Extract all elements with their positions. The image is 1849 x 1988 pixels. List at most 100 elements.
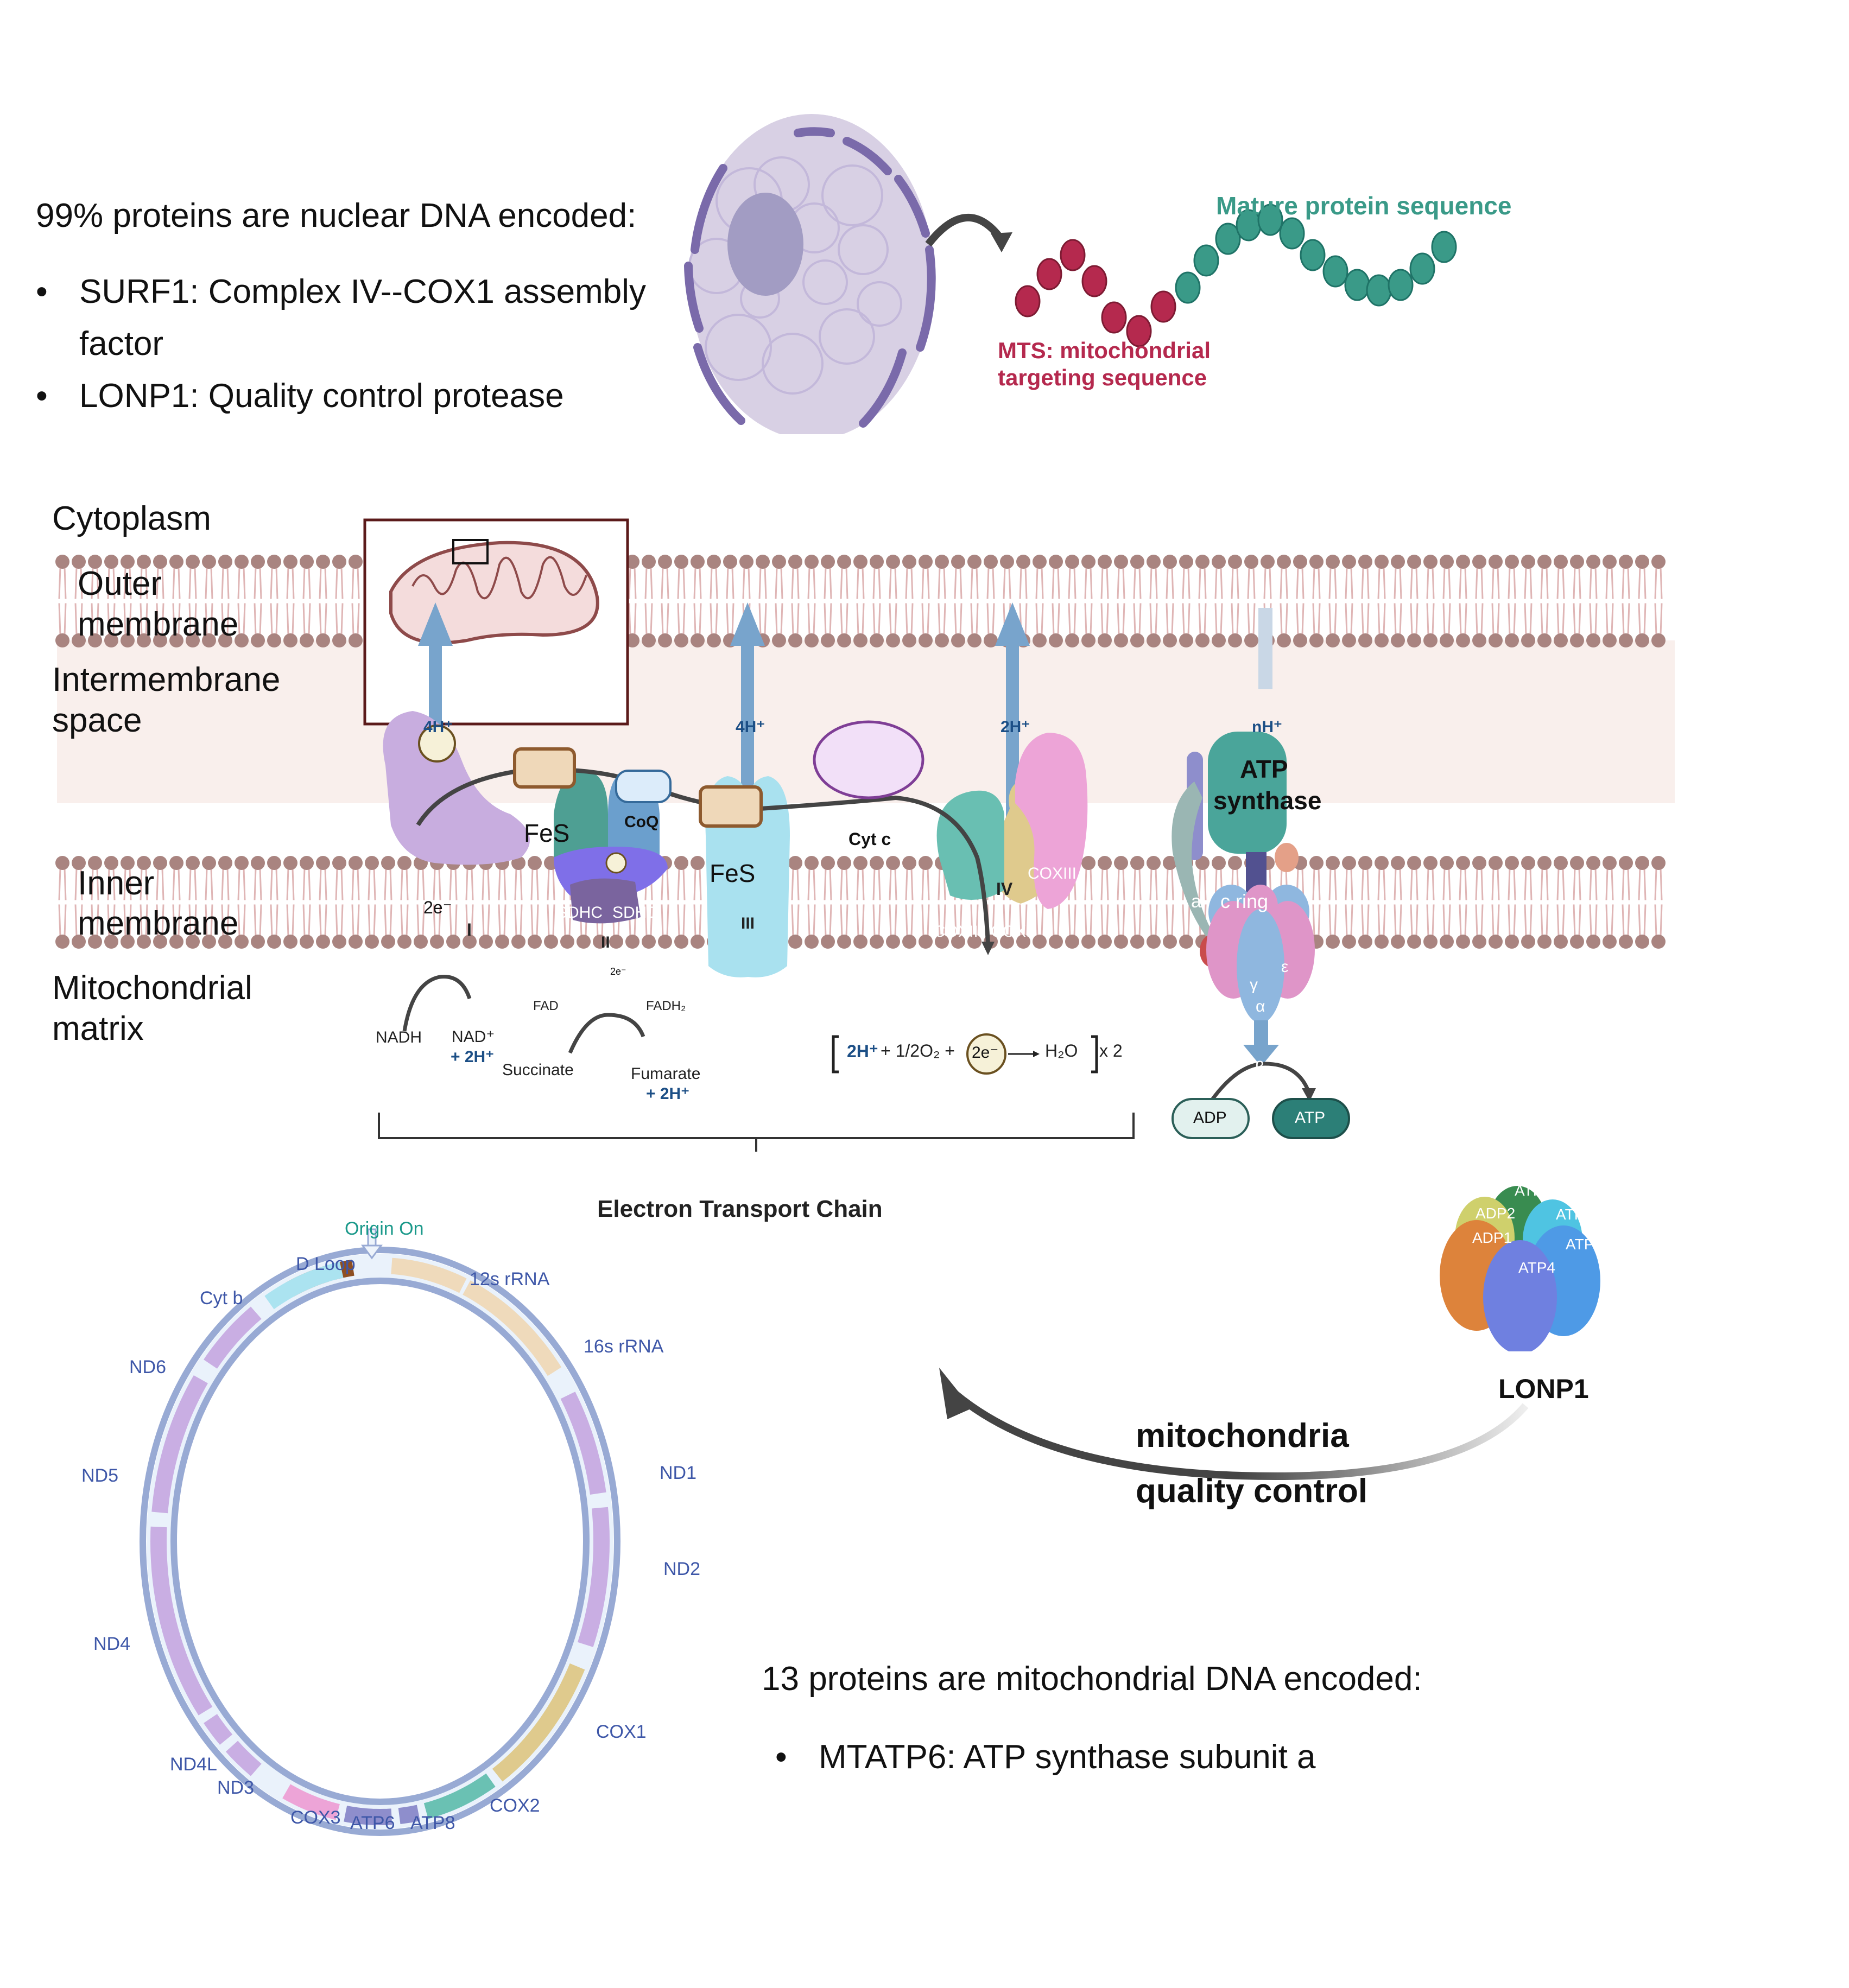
fadh2-label: FADH₂ — [646, 999, 686, 1013]
mature-bead — [1175, 271, 1201, 304]
subunit-b-label: b — [1169, 977, 1179, 998]
gene-segment — [264, 1262, 344, 1310]
complex-ii-label: II — [601, 933, 610, 951]
equation-h: 2H⁺ — [847, 1041, 878, 1061]
gene-label-cytb: Cyt b — [200, 1288, 243, 1309]
sdhb-label: SDHB — [562, 955, 608, 973]
subunit-epsilon-label: ε — [1281, 958, 1289, 976]
proton-label-iii: 4H⁺ — [736, 718, 765, 736]
mature-protein-label: Mature protein sequence — [1216, 192, 1512, 220]
adp-label: ADP — [1193, 1109, 1227, 1127]
subunit-beta-center-label: β — [1255, 1058, 1265, 1076]
lonp1-icon — [1440, 1186, 1600, 1351]
inner-membrane — [55, 856, 1666, 949]
gene-segment — [492, 1663, 585, 1782]
coq-label: CoQ — [624, 813, 659, 831]
mts-bead — [1015, 285, 1041, 317]
mature-bead — [1300, 239, 1326, 271]
proton-label-iv: 2H⁺ — [1001, 718, 1030, 736]
lonp1-subunit-atp4: ATP4 — [1518, 1259, 1555, 1276]
mature-beads — [1175, 204, 1457, 307]
gene-segment — [204, 1306, 262, 1369]
gene-label-nd4l: ND4L — [170, 1754, 217, 1775]
mts-bead — [1101, 301, 1127, 334]
subunit-beta-right-label: β — [1281, 1009, 1291, 1027]
nadh-label: NADH — [376, 1028, 422, 1046]
mitochondrion-inset-icon — [363, 518, 629, 726]
etc-bracket — [378, 1113, 1135, 1152]
gene-segment — [150, 1526, 213, 1716]
mts-bead — [1081, 265, 1107, 297]
gene-label-nd6: ND6 — [129, 1357, 167, 1377]
outer-membrane — [55, 555, 1666, 647]
succinate-label: Succinate — [502, 1061, 574, 1079]
label-outer-membrane-2: membrane — [78, 606, 239, 643]
gene-segment — [463, 1280, 562, 1376]
mts-beads — [1015, 239, 1176, 347]
nucleus-icon — [684, 114, 936, 434]
mature-bead — [1257, 204, 1283, 236]
electron-label-i: 2e⁻ — [423, 898, 452, 917]
mature-bead — [1366, 274, 1392, 307]
mts-bead — [1150, 290, 1176, 323]
subunit-a-label: a — [1191, 891, 1201, 912]
label-matrix-2: matrix — [52, 1010, 144, 1047]
label-outer-membrane-1: Outer — [78, 565, 162, 602]
sdhd-label: SDHD — [612, 904, 659, 922]
origin-label: Origin On — [345, 1218, 424, 1239]
mtdna-map — [140, 1228, 620, 1836]
subunit-alpha-right-label: α — [1295, 1028, 1305, 1046]
cytc-label: Cyt c — [848, 829, 891, 849]
subunit-delta-label: δ — [1206, 1069, 1215, 1087]
equation-product: H₂O — [1045, 1041, 1078, 1060]
mts-label-line1: MTS: mitochondrial — [998, 338, 1211, 363]
label-inner-membrane-1: Inner — [78, 865, 155, 902]
nad-2h-label: + 2H⁺ — [451, 1048, 495, 1066]
proton-label-atp: nH⁺ — [1252, 718, 1282, 736]
gene-label-nd5: ND5 — [81, 1465, 119, 1486]
membrane-diagram — [55, 518, 1675, 1152]
coxi-label: COXI — [991, 923, 1031, 941]
gene-label-dloop: D Loop — [296, 1254, 356, 1274]
proton-label-i: 4H⁺ — [423, 718, 453, 736]
label-intermembrane-1: Intermembrane — [52, 661, 281, 698]
mature-bead — [1344, 269, 1370, 301]
fad-label: FAD — [533, 999, 559, 1013]
c-ring-label: c ring — [1220, 890, 1269, 912]
gene-segment — [578, 1507, 610, 1647]
mature-bead — [1431, 231, 1457, 263]
sdhc-label: SDHC — [556, 904, 603, 922]
label-inner-membrane-2: membrane — [78, 905, 239, 942]
coxiii-label: COXIII — [1028, 865, 1077, 882]
gene-segments — [150, 1257, 610, 1826]
gene-segment — [344, 1805, 392, 1826]
origin-arrow-icon — [361, 1228, 383, 1260]
gene-segment — [151, 1375, 208, 1514]
complex-i-label: I — [467, 920, 472, 939]
electron-label-ii: 2e⁻ — [610, 966, 626, 977]
subunit-gamma-label: γ — [1250, 976, 1258, 994]
gene-segment — [391, 1257, 467, 1293]
nad-label: NAD⁺ — [452, 1028, 495, 1046]
mts-bead — [1126, 315, 1152, 347]
label-matrix-1: Mitochondrial — [52, 969, 252, 1007]
mature-bead — [1279, 217, 1305, 250]
mature-bead — [1193, 244, 1219, 277]
mature-bead — [1388, 269, 1414, 301]
equation-multiplier: x 2 — [1099, 1041, 1123, 1060]
gene-segment — [398, 1805, 420, 1824]
subunit-alpha-left-label: α — [1224, 1028, 1234, 1046]
lonp1-title: LONP1 — [1498, 1374, 1589, 1404]
lonp1-subunit-adp2: ADP2 — [1476, 1205, 1516, 1222]
quality-control-arrow-icon — [939, 1368, 1529, 1481]
gene-segment — [423, 1773, 496, 1819]
subunit-alpha-top-label: α — [1256, 998, 1265, 1015]
gene-segment — [560, 1392, 606, 1495]
list-item-surf1: SURF1: Complex IV--COX1 assembly factor — [36, 266, 676, 370]
gene-label-16s: 16s rRNA — [584, 1336, 664, 1357]
gene-label-cox1: COX1 — [596, 1722, 647, 1742]
label-intermembrane-2: space — [52, 702, 142, 739]
gene-segment — [282, 1784, 340, 1820]
gene-segment — [225, 1741, 262, 1776]
subunit-beta-left-label: β — [1230, 1009, 1240, 1027]
